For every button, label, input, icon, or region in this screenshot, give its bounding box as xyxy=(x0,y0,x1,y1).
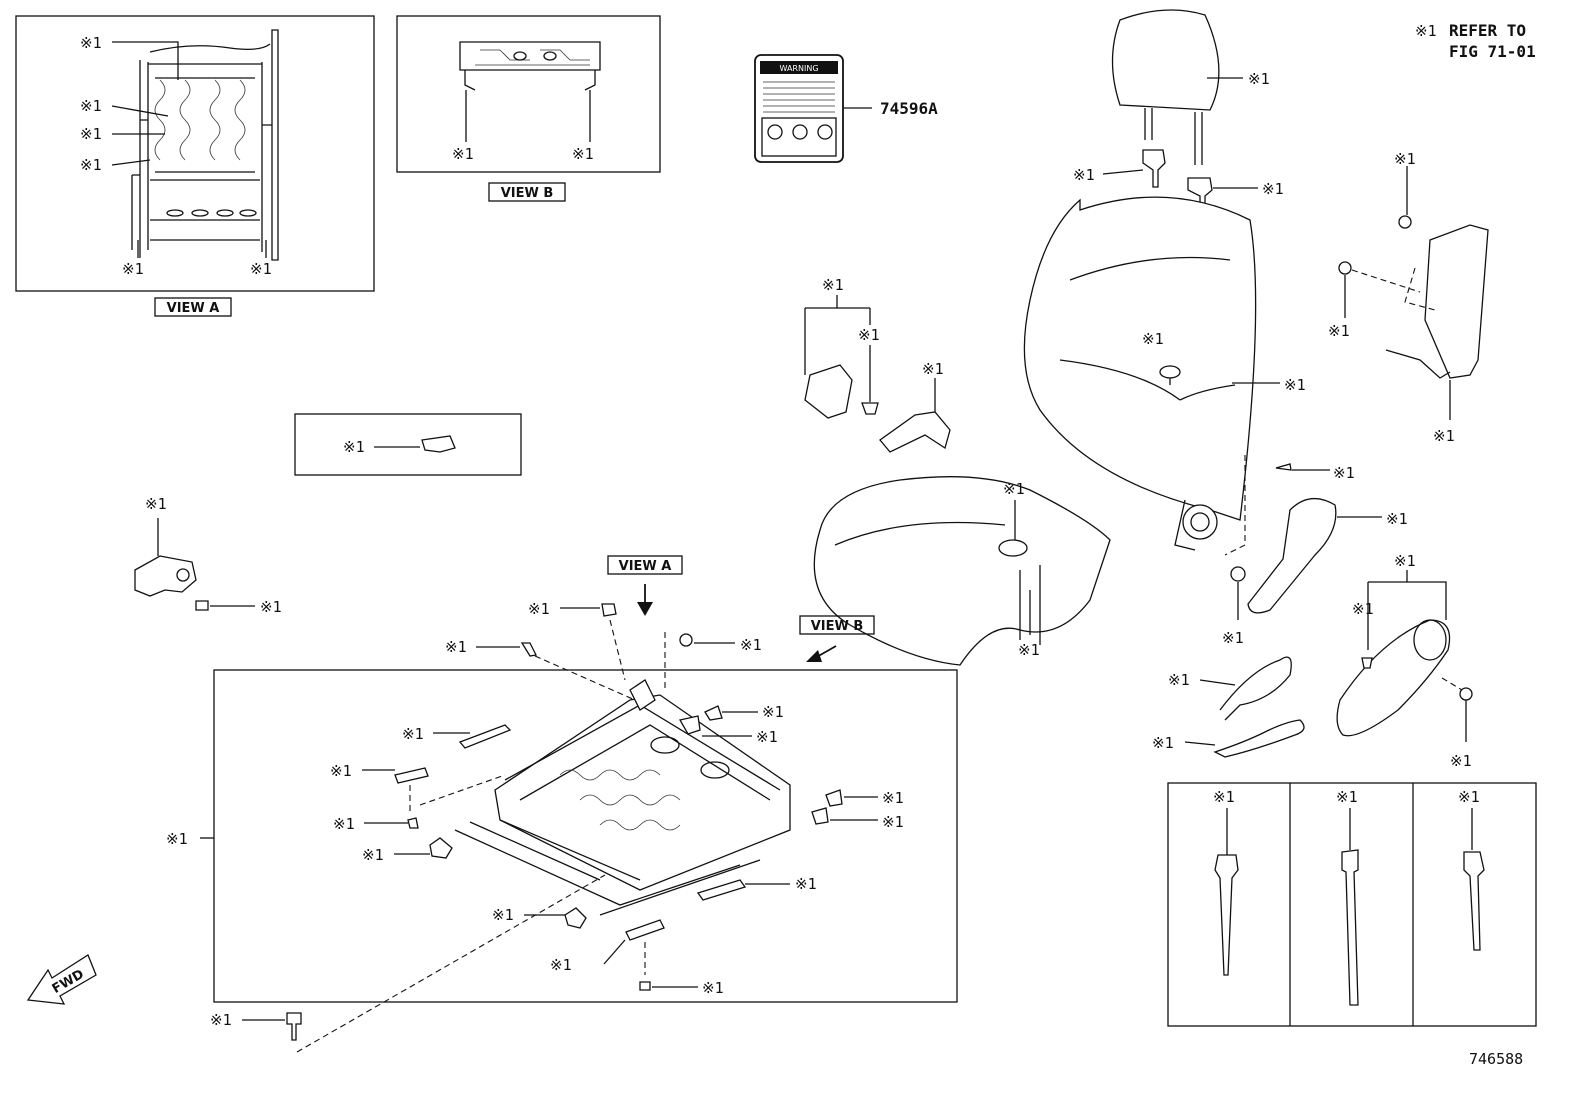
frame-clip-upper-callout: ※1 xyxy=(762,703,784,721)
side-shield-nut-callout: ※1 xyxy=(1328,322,1350,340)
view-b-arrow-tag: VIEW B xyxy=(799,615,875,662)
clip-box-callout: ※1 xyxy=(343,438,365,456)
side-shield-clip-callout: ※1 xyxy=(1394,150,1416,168)
seatback-screw-callout: ※1 xyxy=(1333,464,1355,482)
track-cover-lower-callout: ※1 xyxy=(550,956,572,974)
frame-hook-lower-callout: ※1 xyxy=(882,813,904,831)
view-b-tag: VIEW B xyxy=(488,182,566,202)
left-bracket-bolt-callout: ※1 xyxy=(260,598,282,616)
fwd-arrow-icon: FWD xyxy=(26,954,97,1005)
cushion-cover-callout: ※1 xyxy=(1003,480,1025,498)
view-a-arrow-tag: VIEW A xyxy=(607,555,683,616)
refer-line-2: FIG 71-01 xyxy=(1449,42,1536,61)
view-b-label: VIEW B xyxy=(501,186,554,201)
view-a-callout-4: ※1 xyxy=(80,156,102,174)
view-a-arrow-label: VIEW A xyxy=(619,559,672,574)
track-cover-mid-callout: ※1 xyxy=(330,762,352,780)
track-clip-callout: ※1 xyxy=(333,815,355,833)
track-clip-lower-callout: ※1 xyxy=(702,979,724,997)
view-a-callout-2: ※1 xyxy=(80,97,102,115)
track-hook-left-callout: ※1 xyxy=(362,846,384,864)
seat-cushion: ※1 ※1 xyxy=(813,476,1111,666)
frame-bolt-left-callout: ※1 xyxy=(445,638,467,656)
side-cover-clip-callout: ※1 xyxy=(1352,600,1374,618)
track-cover-right-callout: ※1 xyxy=(795,875,817,893)
headrest: ※1 ※1 ※1 xyxy=(1073,9,1284,214)
frame-fasteners-top: ※1 ※1 ※1 xyxy=(445,600,762,701)
headrest-guide-right-callout: ※1 xyxy=(1262,180,1284,198)
tie-1-callout: ※1 xyxy=(1213,788,1235,806)
seatback-cover-callout: ※1 xyxy=(1284,376,1306,394)
tie-box: ※1 ※1 ※1 xyxy=(1167,782,1537,1027)
figure-number: 746588 xyxy=(1469,1050,1523,1068)
frame-clip-lower-callout: ※1 xyxy=(756,728,778,746)
headrest-guide-left-callout: ※1 xyxy=(1073,166,1095,184)
frame-hook-upper-callout: ※1 xyxy=(882,789,904,807)
cushion-pad-callout: ※1 xyxy=(1018,641,1040,659)
view-a-callout-5: ※1 xyxy=(122,260,144,278)
warning-label-part-number: 74596A xyxy=(880,99,938,118)
wire-harness-lower-callout: ※1 xyxy=(1152,734,1174,752)
refer-line-1: REFER TO xyxy=(1449,21,1526,40)
view-a-label: VIEW A xyxy=(167,301,220,316)
belt-bracket-assembly-callout: ※1 xyxy=(822,276,844,294)
seatback-bracket-callout: ※1 xyxy=(1142,330,1164,348)
refer-callout: ※1 xyxy=(1415,22,1437,40)
side-shield-wire-callout: ※1 xyxy=(1433,427,1455,445)
view-a-callout-3: ※1 xyxy=(80,125,102,143)
view-b-callout-2: ※1 xyxy=(572,145,594,163)
seat-track-box: ※1 ※1 ※1 ※1 ※1 ※1 ※1 ※1 ※1 xyxy=(166,669,958,1003)
track-hook-lower-callout: ※1 xyxy=(492,906,514,924)
view-a-callout-6: ※1 xyxy=(250,260,272,278)
tie-3-callout: ※1 xyxy=(1458,788,1480,806)
tie-2-callout: ※1 xyxy=(1336,788,1358,806)
side-cover-assembly-callout: ※1 xyxy=(1394,552,1416,570)
seat-back: ※1 ※1 ※1 xyxy=(1023,196,1355,556)
view-b-arrow-label: VIEW B xyxy=(811,619,864,634)
recliner-bolt-callout: ※1 xyxy=(1222,629,1244,647)
bottom-bolt-callout: ※1 xyxy=(210,1011,232,1029)
bottom-bolt: ※1 xyxy=(210,874,606,1053)
seat-side-cover: ※1 ※1 ※1 xyxy=(1336,552,1473,770)
left-bracket-callout: ※1 xyxy=(145,495,167,513)
warning-label-heading: WARNING xyxy=(779,64,818,73)
view-a-callout-1: ※1 xyxy=(80,34,102,52)
headrest-callout: ※1 xyxy=(1248,70,1270,88)
side-cover-screw-callout: ※1 xyxy=(1450,752,1472,770)
belt-bracket-clip-callout: ※1 xyxy=(858,326,880,344)
view-a-tag: VIEW A xyxy=(154,297,232,317)
track-cover-upper-callout: ※1 xyxy=(402,725,424,743)
frame-nut-callout: ※1 xyxy=(528,600,550,618)
belt-guard-callout: ※1 xyxy=(922,360,944,378)
refer-note: ※1 REFER TO FIG 71-01 xyxy=(1415,21,1536,61)
warning-label-part: WARNING 74596A xyxy=(754,54,938,163)
left-bracket: ※1 ※1 xyxy=(134,495,282,616)
wire-harness-upper-callout: ※1 xyxy=(1168,671,1190,689)
belt-bracket: ※1 ※1 ※1 xyxy=(804,276,951,453)
recliner-cover-callout: ※1 xyxy=(1386,510,1408,528)
recliner-cover: ※1 ※1 xyxy=(1222,498,1408,647)
side-shield-upper: ※1 ※1 ※1 xyxy=(1328,150,1489,445)
wire-harness: ※1 ※1 xyxy=(1152,656,1305,758)
view-b-callout-1: ※1 xyxy=(452,145,474,163)
seat-frame-assembly-callout: ※1 xyxy=(166,830,188,848)
view-b-inset: ※1 ※1 xyxy=(396,15,661,173)
clip-box: ※1 xyxy=(294,413,522,476)
frame-nut-right-callout: ※1 xyxy=(740,636,762,654)
view-a-inset: ※1 ※1 ※1 ※1 ※1 ※1 xyxy=(15,15,375,292)
